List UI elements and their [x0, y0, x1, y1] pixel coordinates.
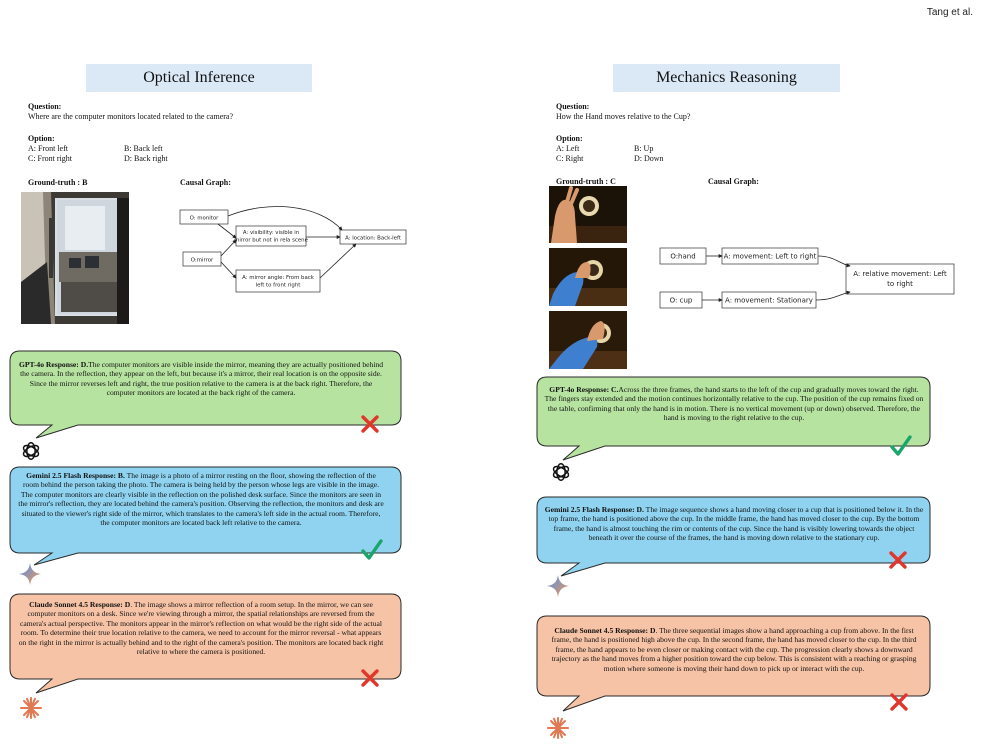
node-relative-label-2: to right — [887, 280, 913, 288]
left-gemini-response: Gemini 2.5 Flash Response: B. The image … — [18, 471, 384, 527]
left-question-label: Question: — [28, 102, 62, 111]
node-monitor-label: O: monitor — [190, 216, 220, 222]
node-angle-label-1: A: mirror angle: From back — [242, 275, 315, 281]
left-option-c: C: Front right — [28, 153, 73, 163]
left-option-b: B: Back left — [124, 144, 163, 153]
node-cup: O: cup — [659, 291, 703, 309]
right-gpt-model-label: GPT-4o Response: C. — [549, 385, 619, 394]
node-mirror: O:mirror — [182, 251, 222, 267]
node-visibility: A: visibility: visible in mirror but not… — [234, 225, 309, 247]
right-claude-response: Claude Sonnet 4.5 Response: D. The three… — [544, 626, 924, 673]
left-claude-response-text: . The image shows a mirror reflection of… — [18, 600, 384, 657]
right-gpt-response-text: Across the three frames, the hand starts… — [544, 385, 924, 423]
node-hand-label: O:hand — [670, 253, 695, 261]
right-claude-bubble — [536, 615, 931, 712]
left-panel-title: Optical Inference — [86, 64, 312, 92]
left-causal-graph-label: Causal Graph: — [180, 178, 231, 187]
left-gpt-response-text: The computer monitors are visible inside… — [20, 360, 384, 398]
right-option-d: D: Down — [634, 153, 664, 163]
left-option-label: Option: — [28, 134, 55, 143]
right-causal-graph-label: Causal Graph: — [708, 177, 759, 186]
node-movement-lr-label: A: movement: Left to right — [724, 253, 817, 261]
mirror-photo — [21, 192, 129, 324]
right-causal-graph: O:hand O: cup A: movement: Left to right… — [659, 247, 955, 309]
node-monitor: O: monitor — [179, 209, 229, 225]
cross-mark-icon — [889, 551, 907, 569]
node-relative-label-1: A: relative movement: Left — [853, 270, 947, 278]
left-claude-model-label: Claude Sonnet 4.5 Response — [29, 600, 121, 609]
left-ground-truth: Ground-truth : B — [28, 178, 88, 187]
right-question-label: Question: — [556, 102, 590, 111]
claude-asterisk-icon — [547, 717, 569, 739]
left-claude-bubble — [9, 593, 402, 694]
node-movement-left-to-right: A: movement: Left to right — [721, 247, 819, 265]
right-ground-truth: Ground-truth : C — [556, 177, 616, 186]
node-mirror-label: O:mirror — [191, 258, 214, 264]
node-location-label: A: location: Back-left — [345, 236, 401, 242]
right-gemini-model-label: Gemini 2.5 Flash Response: D. — [544, 505, 644, 514]
right-gemini-bubble — [536, 496, 931, 577]
claude-asterisk-icon — [20, 697, 42, 719]
left-question-text: Where are the computer monitors located … — [28, 112, 234, 121]
left-claude-answer: : D — [120, 600, 131, 609]
left-causal-graph: O: monitor O:mirror A: visibility: visib… — [179, 206, 407, 293]
node-location: A: location: Back-left — [339, 229, 407, 245]
right-gemini-response: Gemini 2.5 Flash Response: D. The image … — [544, 505, 924, 543]
openai-logo-icon — [552, 463, 570, 481]
hand-frame-1 — [549, 186, 627, 243]
node-hand: O:hand — [659, 247, 707, 265]
node-movement-stationary: A: movement: Stationary — [721, 291, 817, 309]
right-option-a: A: Left — [556, 144, 580, 153]
node-angle-label-2: left to front right — [256, 283, 301, 289]
left-option-d: D: Back right — [124, 153, 168, 163]
right-option-c: C: Right — [556, 153, 584, 163]
right-gpt-bubble — [536, 376, 931, 461]
left-option-a: A: Front left — [28, 144, 68, 153]
cross-mark-icon — [361, 669, 379, 687]
left-gemini-bubble — [9, 466, 402, 566]
right-option-b: B: Up — [634, 144, 654, 153]
node-mirror-angle: A: mirror angle: From back left to front… — [235, 269, 321, 293]
right-claude-answer: : D — [645, 626, 656, 635]
left-gpt-response: GPT-4o Response: D.The computer monitors… — [18, 360, 384, 398]
right-question-text: How the Hand moves relative to the Cup? — [556, 112, 691, 121]
left-options: A: Front left B: Back left C: Front righ… — [28, 144, 220, 163]
node-cup-label: O: cup — [670, 297, 693, 305]
right-claude-model-label: Claude Sonnet 4.5 Response — [554, 626, 646, 635]
right-option-label: Option: — [556, 134, 583, 143]
hand-frame-3 — [549, 311, 627, 369]
right-gpt-response: GPT-4o Response: C.Across the three fram… — [544, 385, 924, 423]
left-gpt-model-label: GPT-4o Response: D. — [18, 360, 89, 369]
openai-logo-icon — [22, 442, 40, 460]
check-mark-icon — [361, 539, 383, 560]
left-gemini-response-text: The image is a photo of a mirror resting… — [18, 471, 384, 528]
hand-frame-2 — [549, 248, 627, 306]
node-relative-movement: A: relative movement: Left to right — [845, 263, 955, 295]
check-mark-icon — [890, 435, 912, 456]
cross-mark-icon — [890, 693, 908, 711]
gemini-sparkle-icon — [547, 575, 569, 597]
right-gemini-response-text: The image sequence shows a hand moving c… — [548, 505, 924, 543]
left-gemini-model-label: Gemini 2.5 Flash Response: B. — [26, 471, 125, 480]
running-head: Tang et al. — [926, 7, 973, 18]
node-stationary-label: A: movement: Stationary — [725, 297, 813, 305]
right-panel-title: Mechanics Reasoning — [613, 64, 840, 92]
node-visibility-label-1: A: visibility: visible in — [243, 230, 299, 236]
right-options: A: Left B: Up C: Right D: Down — [556, 144, 712, 163]
right-claude-response-text: . The three sequential images show a han… — [551, 626, 917, 673]
gemini-sparkle-icon — [19, 563, 41, 585]
left-gpt-bubble — [9, 350, 402, 439]
left-claude-response: Claude Sonnet 4.5 Response: D. The image… — [18, 600, 384, 656]
node-visibility-label-2: mirror but not in rela scene — [234, 238, 308, 244]
cross-mark-icon — [361, 415, 379, 433]
